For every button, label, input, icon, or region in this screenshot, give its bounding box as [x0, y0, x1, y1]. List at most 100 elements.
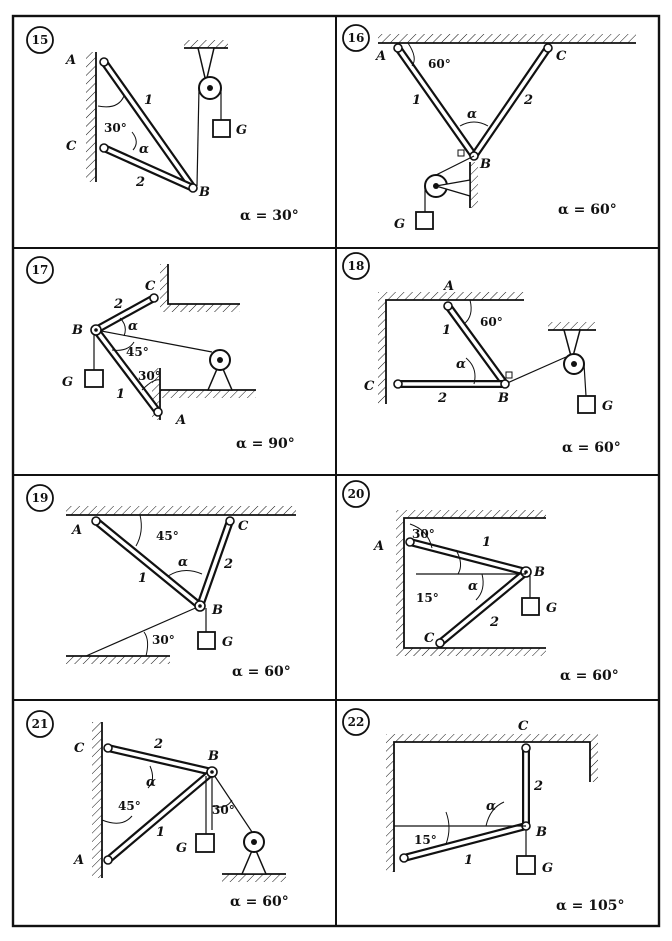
angle-arc	[101, 815, 133, 824]
hinge-c	[225, 516, 235, 526]
angle-arc	[143, 631, 149, 657]
rod-label-2: 2	[153, 737, 163, 752]
rod-label-1: 1	[482, 535, 491, 550]
hinge-a	[405, 537, 415, 547]
hinge-c	[521, 743, 531, 753]
frame	[403, 517, 546, 649]
angle-label: 30°	[104, 121, 127, 135]
panel-number-badge	[26, 484, 54, 512]
condition-text: α = 60°	[558, 202, 617, 218]
panel-number: 15	[32, 33, 49, 47]
alpha-label: α	[139, 142, 149, 157]
point-label-b: B	[71, 323, 83, 338]
weight-g	[84, 369, 104, 388]
wall-hatch	[92, 722, 102, 878]
point-label-b: B	[533, 565, 545, 580]
panel-18: 18 A C B G 1 2 60° α α = 60°	[342, 252, 621, 456]
angle-arc	[485, 801, 505, 827]
panel-number: 20	[348, 487, 365, 501]
angle-arc	[167, 570, 203, 577]
point-label-c: C	[424, 631, 435, 646]
hinge-c	[103, 743, 113, 753]
frame	[393, 741, 591, 872]
alpha-label: α	[178, 555, 188, 570]
pulley-axle	[251, 839, 257, 845]
point-label-b: B	[497, 391, 509, 406]
angle-arc	[97, 95, 125, 108]
rod-label-2: 2	[489, 615, 499, 630]
point-label-c: C	[364, 379, 375, 394]
alpha-label: α	[456, 357, 466, 372]
panel-17: 17 C B A G 2 1 α	[26, 256, 295, 452]
angle-arc	[455, 549, 462, 575]
wall	[167, 264, 240, 305]
point-label-b: B	[211, 603, 223, 618]
alpha-label: α	[468, 579, 478, 594]
weight-g	[521, 597, 540, 616]
point-label-c: C	[238, 519, 249, 534]
alpha-label: α	[486, 799, 496, 814]
point-label-a: A	[374, 49, 386, 64]
rod-label-2: 2	[533, 779, 543, 794]
pulley-stand	[240, 844, 268, 875]
angle-arc	[141, 379, 161, 391]
floor-hatch	[396, 648, 546, 656]
rod-label-1: 1	[464, 853, 473, 868]
hinge-c	[435, 638, 445, 648]
floor-hatch	[66, 656, 170, 664]
panel-grid	[11, 14, 661, 928]
angle-label: 45°	[156, 529, 179, 543]
pulley-axle	[207, 85, 213, 91]
angle-label: 45°	[126, 345, 149, 359]
weight-g	[415, 211, 434, 230]
point-label-c: C	[74, 741, 85, 756]
frame	[385, 299, 524, 404]
panel-20: 20 A C B G 1 2 30° 15° α α = 60°	[342, 480, 619, 684]
panel-number: 21	[32, 717, 49, 731]
wall-hatch	[160, 304, 240, 312]
hinge-a	[393, 43, 403, 53]
ceiling-hatch	[548, 322, 596, 330]
weight-g	[212, 119, 231, 138]
angle-label: 30°	[152, 633, 175, 647]
weight-label-g: G	[62, 375, 73, 390]
wall-hatch	[160, 264, 168, 304]
rod-label-1: 1	[138, 571, 147, 586]
angle-arc	[147, 765, 154, 789]
weight-label-g: G	[222, 635, 233, 650]
panel-number: 19	[32, 491, 49, 505]
panel-number-badge	[26, 256, 54, 284]
wall-hatch	[470, 162, 478, 208]
weight-g	[577, 395, 596, 414]
alpha-label: α	[128, 319, 138, 334]
pulley-bracket	[197, 47, 215, 83]
point-label-a: A	[442, 279, 454, 294]
right-angle-mark	[457, 149, 465, 157]
point-label-c: C	[145, 279, 156, 294]
angle-label: 15°	[416, 591, 439, 605]
rope	[211, 771, 253, 833]
point-label-c: C	[518, 719, 529, 734]
angle-arc	[131, 131, 137, 151]
pulley-axle	[571, 361, 577, 367]
alpha-label: α	[467, 107, 477, 122]
panel-22: 22 C B G 2 1 15° α α = 105°	[342, 708, 624, 914]
angle-arc	[407, 42, 415, 67]
panel-number: 16	[348, 31, 365, 45]
ceiling-hatch	[396, 510, 546, 518]
pulley-bracket	[435, 179, 471, 197]
panel-number-badge	[26, 26, 54, 54]
weight-label-g: G	[546, 601, 557, 616]
pulley-bracket	[563, 329, 581, 363]
ceiling-hatch	[378, 34, 636, 43]
angle-label: 30°	[212, 803, 235, 817]
point-label-a: A	[372, 539, 384, 554]
angle-arc	[463, 299, 472, 325]
hinge-a	[153, 407, 163, 417]
angle-arc	[135, 514, 142, 547]
weight-label-g: G	[236, 123, 247, 138]
hinge-a	[399, 853, 409, 863]
hinge-a	[99, 57, 109, 67]
